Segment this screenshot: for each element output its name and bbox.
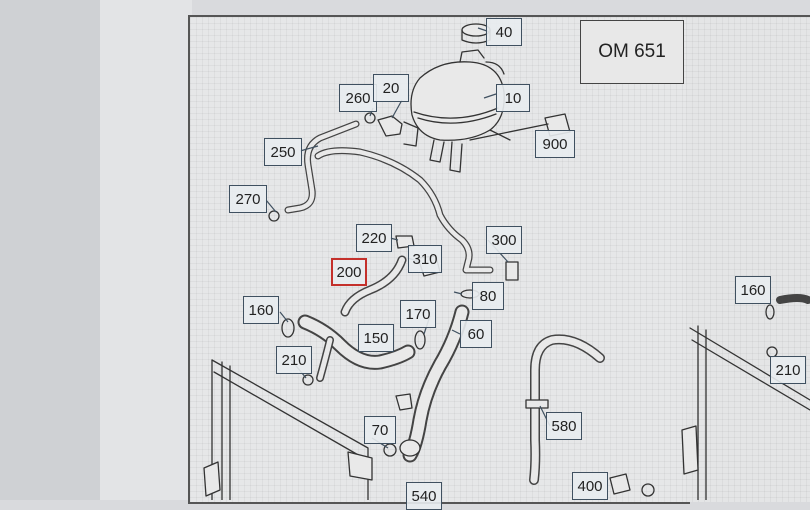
callout-900[interactable]: 900	[535, 130, 575, 158]
callout-580[interactable]: 580	[546, 412, 582, 440]
callout-310[interactable]: 310	[408, 245, 442, 273]
callout-160-adjacent[interactable]: 160	[735, 276, 771, 304]
background-left	[0, 0, 100, 500]
callout-270[interactable]: 270	[229, 185, 267, 213]
engine-code-title: OM 651	[580, 20, 684, 84]
callout-200-highlighted[interactable]: 200	[331, 258, 367, 286]
callout-160[interactable]: 160	[243, 296, 279, 324]
callout-400[interactable]: 400	[572, 472, 608, 500]
expansion-tank	[410, 49, 511, 173]
diagram-sheet-adjacent	[686, 15, 810, 502]
callout-260[interactable]: 260	[339, 84, 377, 112]
callout-150[interactable]: 150	[358, 324, 394, 352]
callout-210-adjacent[interactable]: 210	[770, 356, 806, 384]
callout-220[interactable]: 220	[356, 224, 392, 252]
callout-60[interactable]: 60	[460, 320, 492, 348]
callout-540[interactable]: 540	[406, 482, 442, 510]
callout-10[interactable]: 10	[496, 84, 530, 112]
background-paper-edge	[100, 0, 192, 500]
callout-210[interactable]: 210	[276, 346, 312, 374]
callout-300[interactable]: 300	[486, 226, 522, 254]
callout-70[interactable]: 70	[364, 416, 396, 444]
radiator	[203, 359, 373, 500]
callout-20[interactable]: 20	[373, 74, 409, 102]
callout-40[interactable]: 40	[486, 18, 522, 46]
callout-170[interactable]: 170	[400, 300, 436, 328]
callout-80[interactable]: 80	[472, 282, 504, 310]
callout-250[interactable]: 250	[264, 138, 302, 166]
